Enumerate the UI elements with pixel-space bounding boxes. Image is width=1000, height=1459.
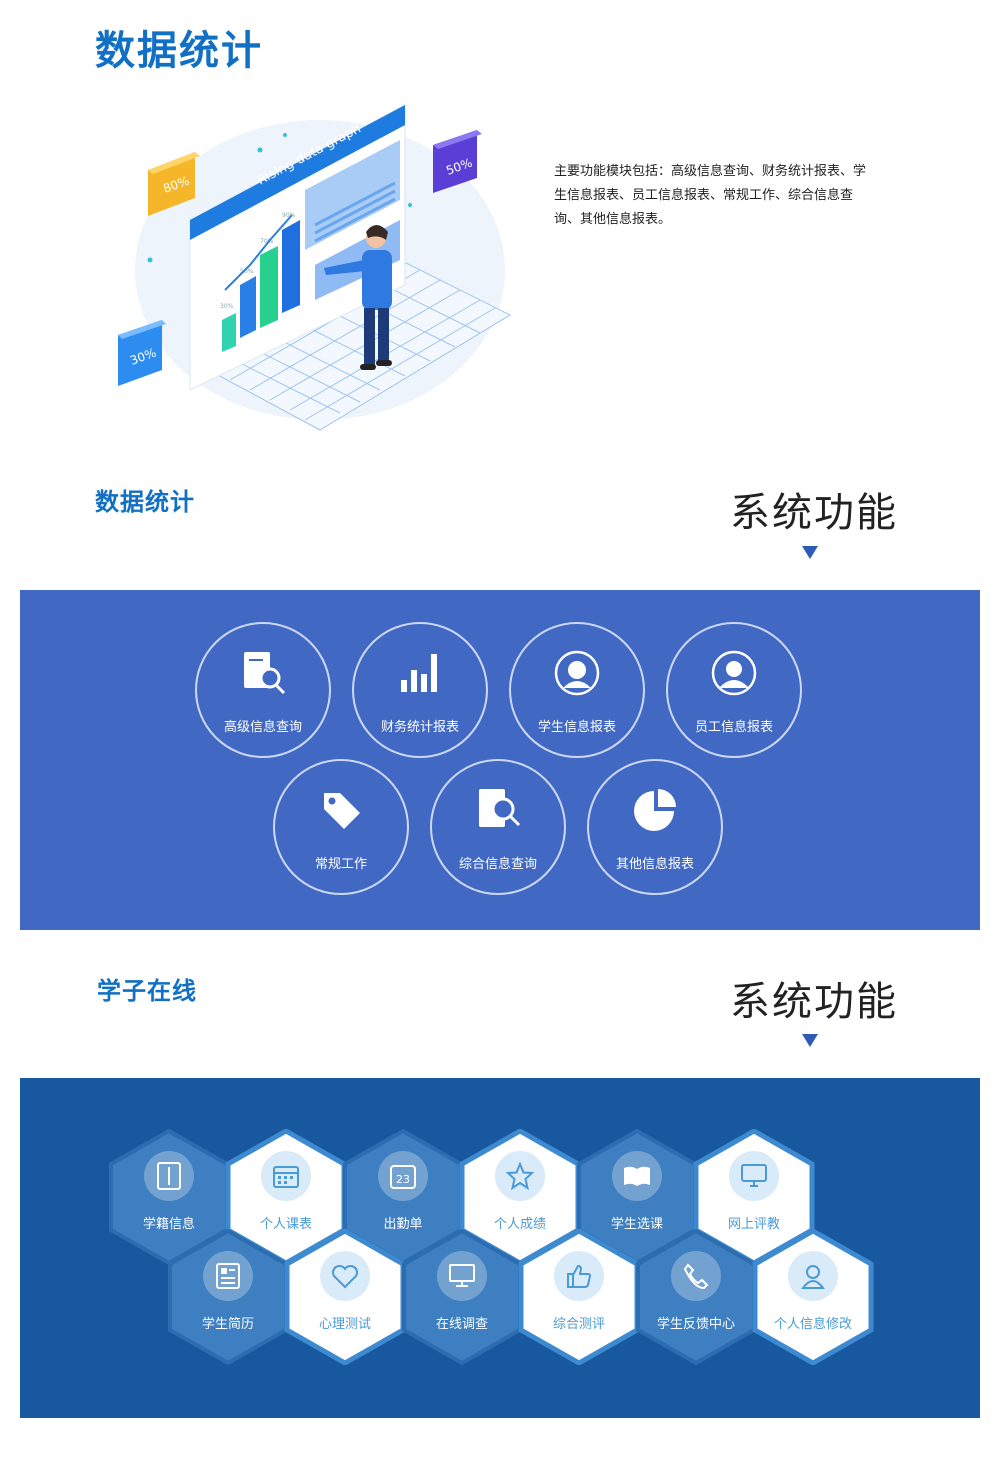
user-icon [788, 1251, 838, 1301]
section-title-data-stats: 数据统计 [95, 488, 195, 516]
item-label: 高级信息查询 [223, 720, 302, 735]
item-other-report[interactable]: 其他信息报表 [587, 759, 723, 895]
hex-label: 学籍信息 [142, 1217, 195, 1232]
svg-text:23: 23 [396, 1173, 410, 1186]
item-label: 学生信息报表 [537, 720, 616, 735]
student-avatar-icon [511, 648, 643, 698]
item-comprehensive-query[interactable]: 综合信息查询 [430, 759, 566, 895]
arrow-down-icon [802, 546, 818, 559]
hex-label: 心理测试 [318, 1317, 371, 1332]
hex-label: 个人信息修改 [773, 1317, 852, 1332]
doc-magnifier-icon [432, 785, 564, 835]
hex-label: 个人课表 [259, 1217, 312, 1232]
bar-label: 30% [220, 303, 234, 310]
book-icon [144, 1151, 194, 1201]
open-book-icon [612, 1151, 662, 1201]
system-function-title-2: 系统功能 [730, 979, 898, 1025]
bar-label: 70% [260, 238, 274, 245]
item-student-report[interactable]: 学生信息报表 [509, 622, 645, 758]
hex-label: 个人成绩 [493, 1217, 546, 1232]
item-label: 员工信息报表 [694, 720, 773, 735]
item-finance-report[interactable]: 财务统计报表 [352, 622, 488, 758]
staff-avatar-icon [668, 648, 800, 698]
thumbs-up-icon [554, 1251, 604, 1301]
star-icon [495, 1151, 545, 1201]
hex-label: 出勤单 [383, 1217, 423, 1232]
monitor-icon [729, 1151, 779, 1201]
resume-icon [203, 1251, 253, 1301]
calendar-icon [261, 1151, 311, 1201]
heart-icon [320, 1251, 370, 1301]
hex-personal-grades[interactable]: 个人成绩 [458, 1129, 582, 1265]
bar-label: 90% [282, 212, 296, 219]
tag-icon [275, 785, 407, 835]
hex-student-resume[interactable]: 学生简历 [166, 1229, 290, 1365]
calendar-23-icon: 23 [378, 1151, 428, 1201]
desktop-icon [437, 1251, 487, 1301]
hex-comprehensive-evaluation[interactable]: 综合测评 [517, 1229, 641, 1365]
data-illustration: Rising data graph 30% 50% 70% 90% 80% 50… [110, 90, 520, 435]
hex-label: 在线调查 [435, 1317, 488, 1332]
item-label: 财务统计报表 [380, 720, 459, 735]
item-routine-work[interactable]: 常规工作 [273, 759, 409, 895]
bar-chart-icon [354, 648, 486, 698]
hex-label: 网上评教 [727, 1217, 780, 1232]
system-function-title: 系统功能 [730, 490, 898, 536]
arrow-down-icon [802, 1034, 818, 1047]
item-advanced-query[interactable]: 高级信息查询 [195, 622, 331, 758]
hex-label: 学生简历 [201, 1317, 254, 1332]
item-label: 其他信息报表 [615, 857, 694, 872]
hex-feedback-center[interactable]: 学生反馈中心 [634, 1229, 758, 1365]
hex-psychological-test[interactable]: 心理测试 [283, 1229, 407, 1365]
bar-label: 50% [240, 268, 254, 275]
page-title: 数据统计 [95, 28, 263, 74]
hex-label: 学生选课 [610, 1217, 663, 1232]
hex-edit-personal-info[interactable]: 个人信息修改 [751, 1229, 875, 1365]
item-staff-report[interactable]: 员工信息报表 [666, 622, 802, 758]
doc-search-icon [197, 648, 329, 698]
item-label: 常规工作 [314, 857, 367, 872]
phone-icon [671, 1251, 721, 1301]
pie-chart-icon [589, 785, 721, 835]
hex-label: 综合测评 [552, 1317, 605, 1332]
hex-label: 学生反馈中心 [656, 1317, 735, 1332]
intro-description: 主要功能模块包括：高级信息查询、财务统计报表、学生信息报表、员工信息报表、常规工… [554, 164, 867, 227]
section-title-student-online: 学子在线 [97, 977, 197, 1005]
item-label: 综合信息查询 [458, 857, 537, 872]
hex-online-survey[interactable]: 在线调查 [400, 1229, 524, 1365]
